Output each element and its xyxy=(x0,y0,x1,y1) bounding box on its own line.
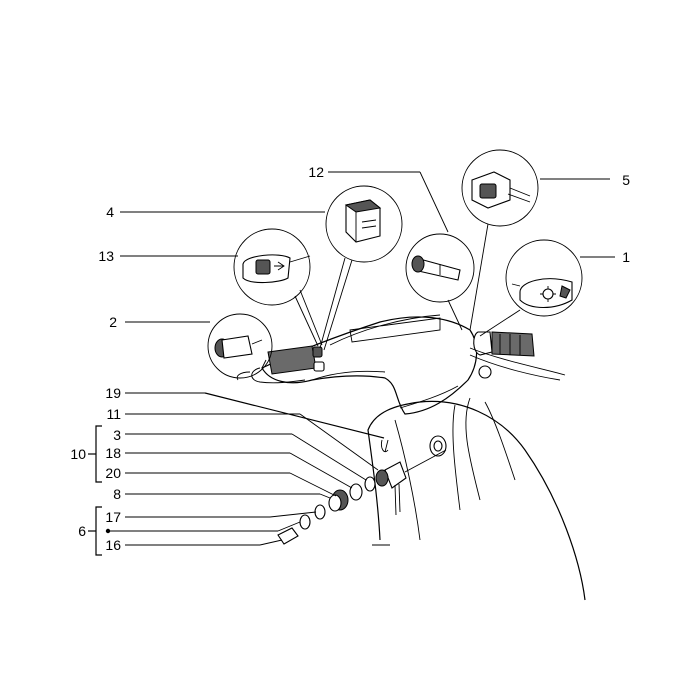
callout-2: 2 xyxy=(109,314,117,330)
callout-12: 12 xyxy=(308,164,324,180)
bracket-group-10 xyxy=(88,425,102,483)
detail-circle-1 xyxy=(505,239,583,317)
ignition-assembly xyxy=(277,435,447,545)
callout-leaders xyxy=(105,171,615,546)
detail-leaders xyxy=(261,223,521,369)
callout-10: 10 xyxy=(70,446,86,462)
right-grip xyxy=(469,331,566,381)
detail-circle-13 xyxy=(233,228,311,306)
callout-6: 6 xyxy=(78,523,86,539)
detail-circle-2 xyxy=(207,313,273,379)
callout-16: 16 xyxy=(105,537,121,553)
callout-3: 3 xyxy=(113,427,121,443)
callout-1: 1 xyxy=(622,249,630,265)
legshield-outline xyxy=(367,397,586,601)
left-grip xyxy=(236,345,317,384)
callout-5: 5 xyxy=(622,172,630,188)
detail-circle-5 xyxy=(461,149,539,227)
left-switch-unit xyxy=(312,346,325,372)
detail-circle-4 xyxy=(325,185,403,263)
detail-circle-12 xyxy=(405,233,475,303)
callout-19: 19 xyxy=(105,385,121,401)
callout-13: 13 xyxy=(98,248,114,264)
handlebar-cover xyxy=(261,314,478,415)
bracket-group-6 xyxy=(88,506,102,556)
callout-18: 18 xyxy=(105,445,121,461)
callout-17: 17 xyxy=(105,509,121,525)
callout-8: 8 xyxy=(113,486,121,502)
callout-11: 11 xyxy=(106,406,121,422)
callout-4: 4 xyxy=(106,204,114,220)
callout-20: 20 xyxy=(105,465,121,481)
